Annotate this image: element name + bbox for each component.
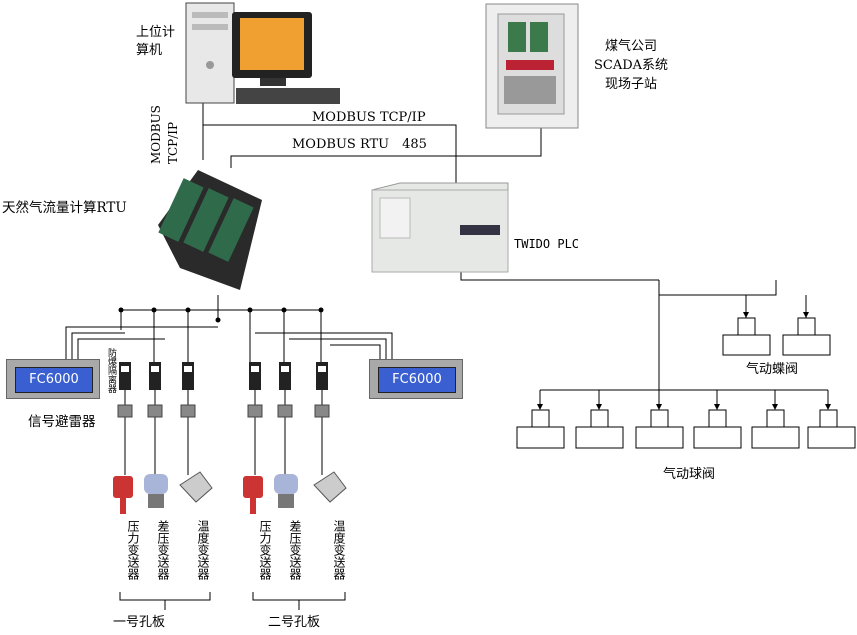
scada-label: 煤气公司 SCADA系统 现场子站 [594,39,669,92]
plate1-pressure-transmitter-label: 压力变送器 [126,520,140,580]
arrowheads [537,312,831,410]
plate1-temp-transmitter-label: 温度变送器 [196,520,210,580]
connection-lines [65,100,829,610]
surge-label: 信号避雷器 [28,414,96,430]
fc6000-right: FC6000 [369,359,463,399]
rtu-label: 天然气流量计算RTU [2,200,127,216]
junction-dots [118,307,324,323]
plate1-dp-transmitter-label: 差压变送器 [156,520,170,580]
modbus-rtu-label: MODBUS RTU 485 [292,137,427,152]
scada-cabinet-icon [485,3,579,129]
plate2-temp-transmitter-label: 温度变送器 [332,520,346,580]
isolator-label: 防爆隔离器 [106,348,116,393]
plc-device-icon [371,182,509,273]
plate1-label: 一号孔板 [113,615,166,630]
ball-valve-icons [516,409,856,449]
plc-label: TWIDO PLC [514,237,580,251]
ball-valve-label: 气动球阀 [663,467,716,482]
fc6000-left: FC6000 [6,359,100,399]
butterfly-valve-icons [722,317,831,356]
modbus-tcp-label: MODBUS TCP/IP [312,110,426,125]
plate2-dp-transmitter-label: 差压变送器 [288,520,302,580]
rtu-device-icon [158,170,262,290]
modbus-tcp-vertical-label: MODBUS TCP/IP [149,105,180,164]
host-computer-icon [185,2,340,104]
transmitter-icons-plate2 [243,471,347,514]
butterfly-valve-label: 气动蝶阀 [746,362,799,377]
fc6000-right-screen: FC6000 [378,367,456,393]
fc6000-left-screen: FC6000 [15,367,93,393]
isolator-icons [119,362,328,390]
host-pc-label: 上位计 算机 [136,25,176,58]
plate2-label: 二号孔板 [268,615,321,630]
plate2-pressure-transmitter-label: 压力变送器 [258,520,272,580]
transmitter-icons-plate1 [113,471,213,514]
surge-arrester-icons [117,404,330,418]
